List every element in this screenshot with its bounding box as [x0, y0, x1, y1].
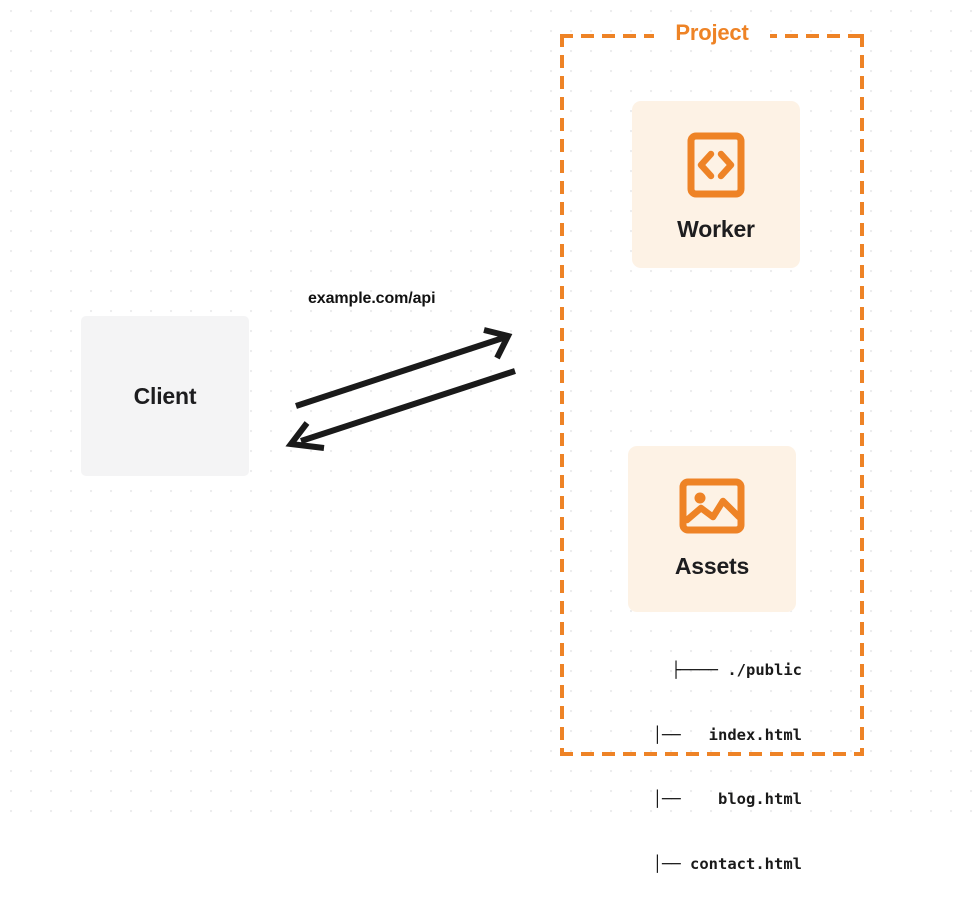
assets-card[interactable]: Assets — [628, 446, 796, 612]
project-border-top-right — [764, 34, 864, 38]
client-label: Client — [133, 382, 197, 409]
project-title: Project — [654, 20, 770, 46]
response-arrow-line — [300, 368, 516, 444]
file-tree-entry: │── contact.html — [652, 854, 802, 873]
file-tree-root: ├──── ./public — [671, 661, 802, 679]
file-tree-entry: │── blog.html — [652, 790, 802, 808]
image-picture-icon — [679, 477, 745, 540]
worker-card[interactable]: Worker — [632, 101, 800, 268]
project-border-bottom — [560, 752, 864, 756]
project-border-top-left — [560, 34, 660, 38]
assets-card-label: Assets — [674, 553, 750, 579]
assets-file-tree: ├──── ./public │── index.html │── blog.h… — [600, 617, 802, 918]
project-border-left — [560, 34, 564, 756]
client-node[interactable]: Client — [81, 316, 249, 476]
response-arrow-head — [285, 421, 325, 451]
worker-card-label: Worker — [677, 216, 755, 242]
connection-label: example.com/api — [308, 290, 436, 307]
request-arrow-line — [295, 334, 507, 409]
project-container: Project — [560, 20, 864, 756]
request-arrow-head — [483, 327, 513, 360]
diagram-canvas: Client example.com/api Project Worker — [0, 0, 980, 873]
file-tree-entry: │── index.html — [652, 725, 802, 744]
project-border-right — [860, 34, 864, 756]
code-brackets-icon — [687, 132, 745, 203]
